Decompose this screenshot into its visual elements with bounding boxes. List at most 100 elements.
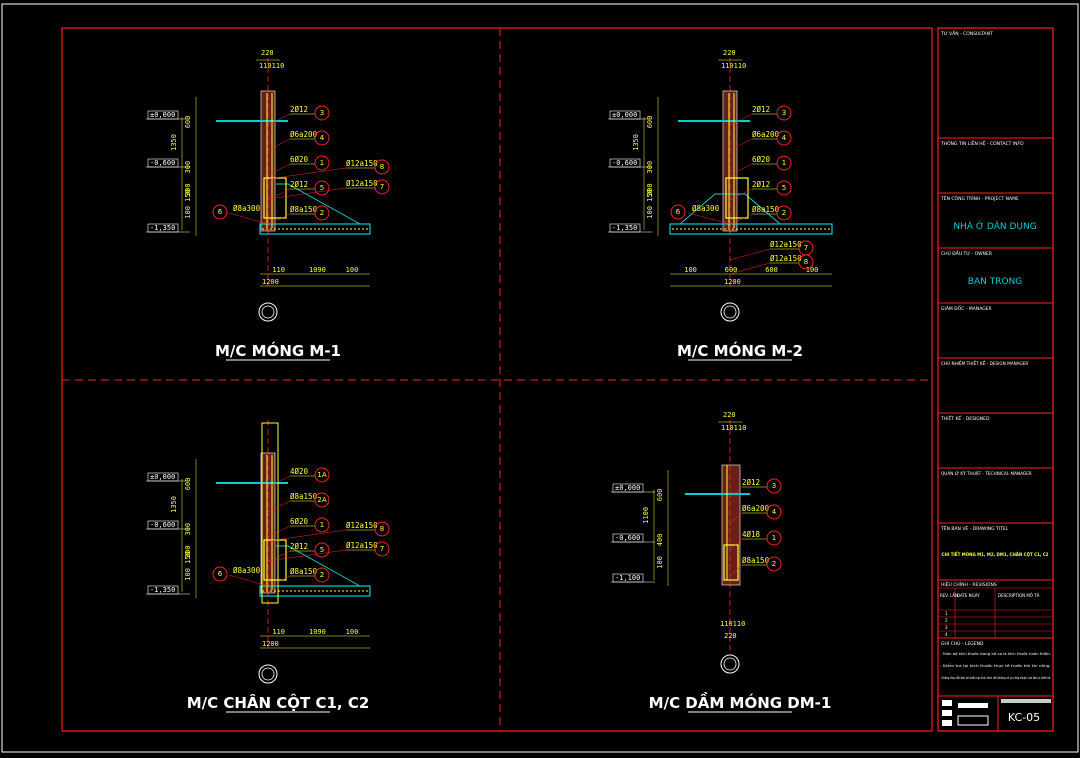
bottom-dim-label: 1090 [309,266,326,274]
bottom-dim-label: 600 [765,266,778,274]
top-dim-label: 220 [261,49,274,57]
callout-bubble-number: 1 [782,159,786,167]
rebar-callout-label: 6Ø20 [290,155,309,164]
rebar-callout-label: Ø12a150 [346,179,378,188]
rebar-callout-label: Ø6a200 [752,130,780,139]
leader-line [729,262,771,275]
axis-bubble [720,302,740,322]
rebar-callout-label: 2Ø12 [752,180,770,189]
leader-line [228,574,269,587]
callout-bubble [212,204,228,220]
leader-line [729,512,743,525]
footing-base [259,223,371,235]
callout-bubble [314,155,330,171]
callout-bubble [314,105,330,121]
vdim-label: 1350 [170,496,178,513]
tb-legend-label: GHI CHÚ - LEGEND [941,640,984,647]
rebar-callout-label: Ø12a150 [770,254,802,263]
bottom-dim-label: 100 [806,266,819,274]
footing-base [669,223,833,235]
leader-line [267,163,291,176]
wall-outline [260,90,276,232]
callout-bubble [314,180,330,196]
level-label: ±0,000 [150,473,175,481]
vdim-label: 300 [646,183,654,196]
callout-bubble [314,205,330,221]
callout-bubble-number: 1A [317,471,326,479]
rebar-callout-label: 2Ø12 [752,105,770,114]
detail-panels: 220 110110 ±0,000 -0,600 -1,350 600 1350 300 300… [146,49,833,713]
leader-line [267,575,291,588]
callout-bubble-number: 2 [320,571,324,579]
callout-bubble [776,205,792,221]
vdim-label: 100 150 [646,189,654,219]
callout-bubble [776,105,792,121]
axis-bubble [258,302,278,322]
vdim-label: 100 150 [184,189,192,219]
axis-bubble [720,654,740,674]
rebar-callout-label: Ø6a200 [290,130,318,139]
wall-section [261,91,275,231]
top-dim-label: 220 [723,411,736,419]
wall-outline [260,452,276,594]
level-label: -1,350 [612,224,637,232]
leader-line [729,213,753,226]
callout-bubble-number: 5 [782,184,786,192]
callout-bubble-number: 2A [317,496,326,504]
footing-slope [679,193,781,225]
detail-panel-dm1: 220110110±0,000-0,600-1,1006001100400100… [611,411,831,713]
bottom-dim-label: 100 [346,628,359,636]
rebar-callout-label: 6Ø20 [752,155,771,164]
callout-bubble [374,541,390,557]
leader-line [729,138,753,151]
tb-drawing-title-label: TÊN BẢN VẼ - DRAWING TITEL [940,524,1009,532]
callout-bubble [776,180,792,196]
axis-bubble-inner [723,657,737,671]
level-label: -0,600 [612,159,637,167]
leader-line [267,167,347,180]
vdim-label: 1100 [642,507,650,524]
vdim-label: 400 [656,534,664,547]
rebar-cage [725,177,749,219]
rebar-callout-label: 6Ø20 [290,517,309,526]
callout-bubble-number: 8 [380,163,384,171]
wall-section [722,465,740,585]
callout-bubble [314,467,330,483]
firm-logo [942,699,1051,726]
tb-revision-label: HIỆU CHỈNH - REVISIONS [941,580,997,588]
tb-rev-row: 1 [945,611,948,616]
wall-section [723,91,737,231]
vdim-label: 300 [646,161,654,174]
tb-project-label: TÊN CÔNG TRÌNH - PROJECT NAME [940,194,1019,202]
callout-bubble-number: 7 [380,545,384,553]
leader-line [729,564,743,577]
tb-rev-row: 3 [945,625,948,630]
total-dim-label: 1200 [262,640,279,648]
level-label: -0,600 [150,521,175,529]
bottom-dim-label: 110 [272,628,285,636]
tb-legend-line: - Không thay đổi bản vẽ dưới mọi hình th… [940,675,1051,680]
callout-bubble [766,504,782,520]
level-label: -1,350 [150,224,175,232]
total-dim-label: 1200 [724,278,741,286]
bottom-dim-label: 220 [724,632,737,640]
callout-bubble [766,478,782,494]
tb-project-value: NHÀ Ở DÂN DỤNG [953,220,1036,232]
column-cage [261,422,279,604]
leader-line [267,213,291,226]
tb-rev-header-desc: DESCRIPTION MÔ TẢ [998,593,1040,598]
callout-bubble-number: 6 [218,570,223,578]
callout-bubble-number: 1 [320,159,324,167]
leader-line [729,538,743,551]
level-label: -1,350 [150,586,175,594]
footing-slope [276,545,361,587]
level-label: -0,600 [150,159,175,167]
top-dim-label: 110110 [259,62,284,70]
callout-bubble [374,159,390,175]
rebar-callout-label: Ø8a300 [233,566,261,575]
vdim-label: 300 [184,545,192,558]
leader-line [729,163,753,176]
callout-bubble [314,517,330,533]
level-label: ±0,000 [150,111,175,119]
rebar-callout-label: 4Ø18 [742,530,761,539]
